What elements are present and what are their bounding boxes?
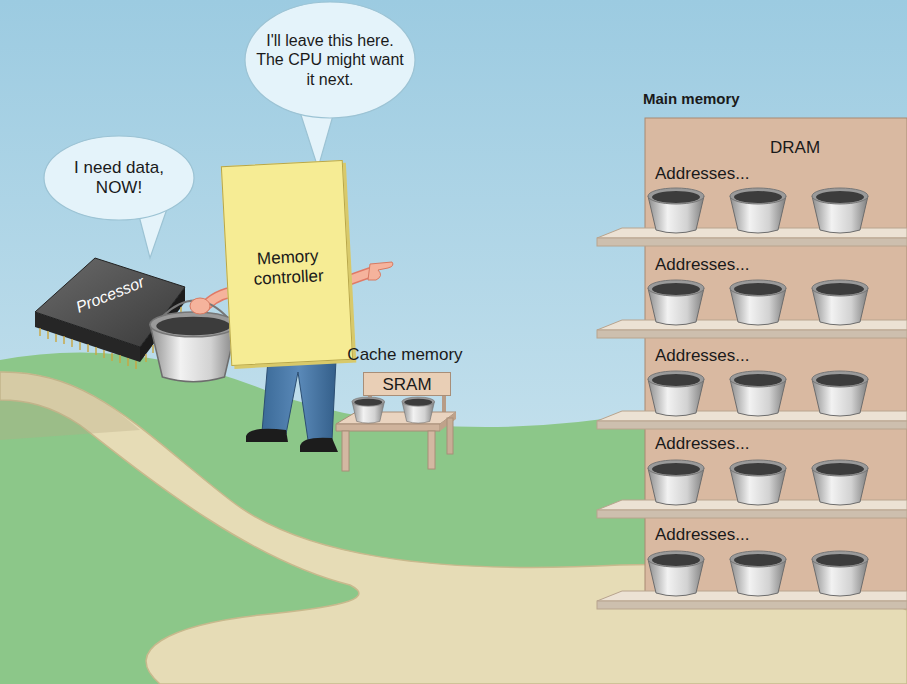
speech-bubble: I'll leave this here. The CPU might want… <box>244 1 416 119</box>
chip-name: Processor <box>55 265 164 324</box>
shelf-label: Addresses... <box>655 255 750 275</box>
shelf-label: Addresses... <box>655 525 750 545</box>
processor-chip-label: Processor <box>35 255 185 365</box>
path-shade <box>0 372 140 440</box>
bubble-tail <box>300 112 334 168</box>
speech-text: I'll leave this here. The CPU might want… <box>256 31 404 89</box>
shelf-label: Addresses... <box>655 164 750 184</box>
shelf-label: Addresses... <box>655 434 750 454</box>
controller-board: Memory controller <box>221 160 353 366</box>
hill <box>0 352 907 684</box>
cache-memory: Cache memorySRAM <box>343 345 467 397</box>
part-name: Cache memory <box>343 345 467 365</box>
memory-type: DRAM <box>770 138 820 158</box>
speech-bubble: I need data, NOW! <box>43 135 195 221</box>
speech-text: I need data, NOW! <box>61 158 177 199</box>
sign-text: SRAM <box>363 372 451 396</box>
memory-rack <box>597 118 907 609</box>
part-name: Main memory <box>643 90 740 108</box>
controller-name: Memory controller <box>232 245 344 291</box>
shelf-label: Addresses... <box>655 346 750 366</box>
cache-table <box>336 394 456 471</box>
